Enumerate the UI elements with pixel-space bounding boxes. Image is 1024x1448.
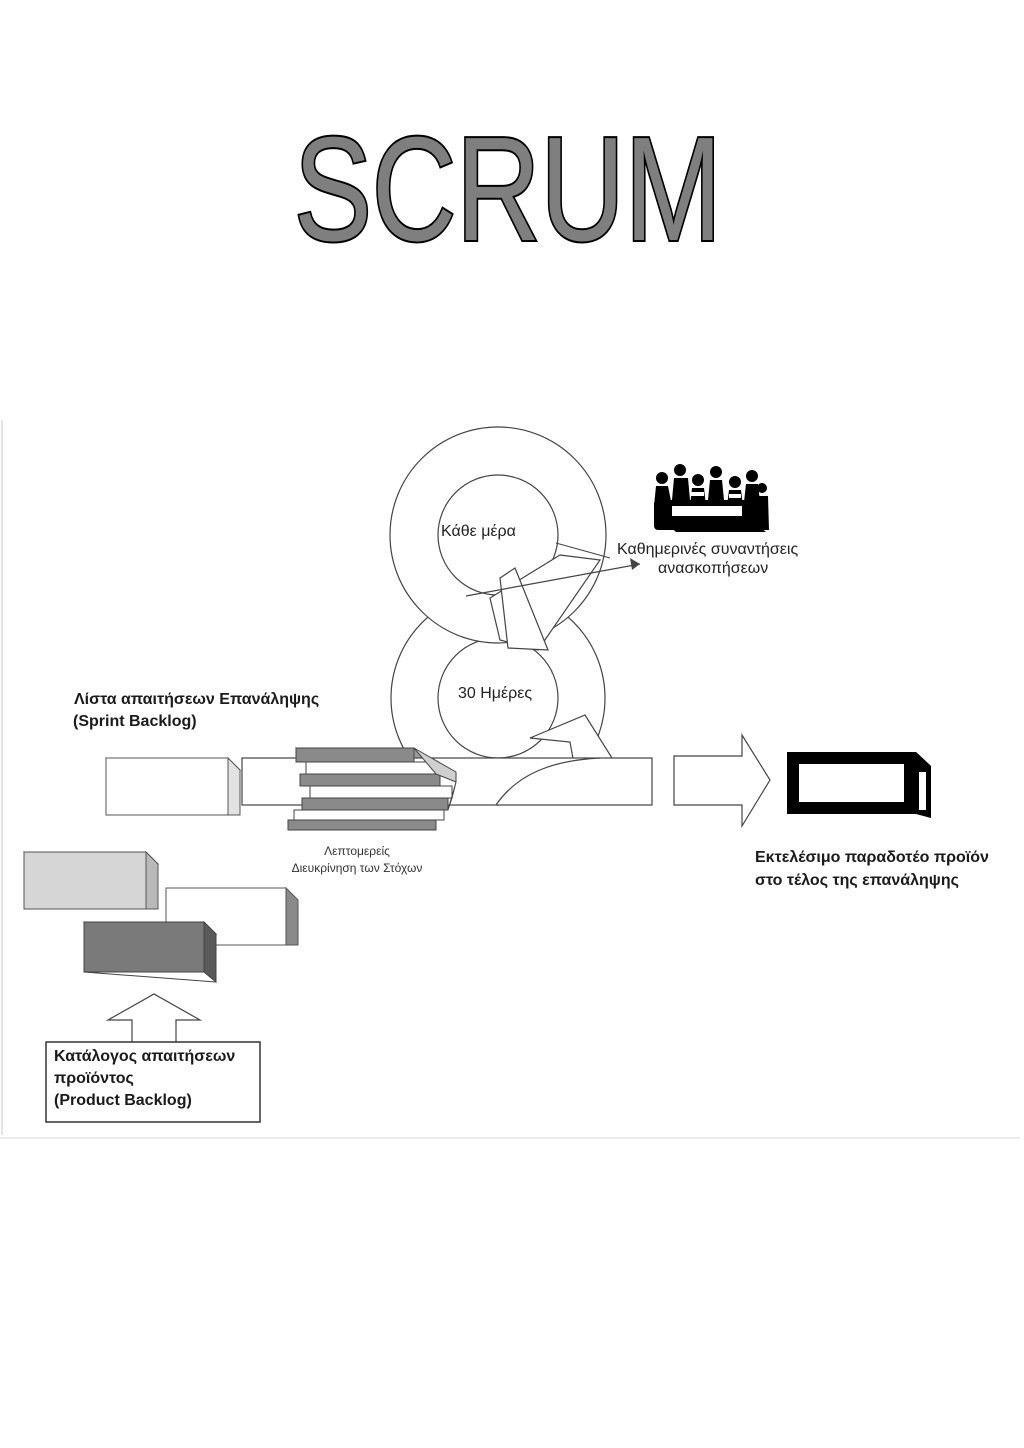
meetings-pointer-head xyxy=(630,558,640,570)
sprint-backlog-label-line1: Λίστα απαιτήσεων Επανάληψης xyxy=(74,691,319,708)
meetings-label-line1: Καθημερινές συναντήσεις xyxy=(617,541,798,558)
meetings-pointer-line xyxy=(465,563,641,597)
daily-loop-label: Κάθε μέρα xyxy=(441,523,516,540)
product-increment-label-line2: στο τέλος της επανάληψης xyxy=(755,872,959,889)
product-increment-label-line1: Εκτελέσιμο παραδοτέο προϊόν xyxy=(755,849,989,866)
output-arrow xyxy=(673,732,771,829)
product-backlog-blocks xyxy=(22,850,299,984)
detail-label-line2: Διευκρίνηση των Στόχων xyxy=(292,861,423,875)
meetings-label-line2: ανασκοπήσεων xyxy=(658,560,768,577)
product-backlog-label-line2: προϊόντος xyxy=(54,1070,134,1087)
loop-join-curve xyxy=(495,757,601,806)
meetings-connector-line xyxy=(555,542,611,559)
daily-loop-arrow xyxy=(489,554,602,651)
meeting-people-icon xyxy=(654,464,769,532)
backlog-up-arrow xyxy=(105,993,203,1044)
sprint-backlog-label-line2: (Sprint Backlog) xyxy=(73,713,197,730)
sprint-loop xyxy=(390,590,606,806)
product-backlog-label-line3: (Product Backlog) xyxy=(54,1092,192,1109)
product-increment-frame xyxy=(787,752,931,818)
product-backlog-label-line1: Κατάλογος απαιτήσεων xyxy=(54,1048,235,1065)
sprint-loop-label: 30 Ημέρες xyxy=(458,685,532,702)
sprint-backlog-box xyxy=(104,756,242,816)
page-title: SCRUM xyxy=(294,107,722,272)
detail-label-line1: Λεπτομερείς xyxy=(324,844,390,858)
detail-staircase xyxy=(287,747,457,831)
product-backlog-label-box xyxy=(45,1041,261,1123)
